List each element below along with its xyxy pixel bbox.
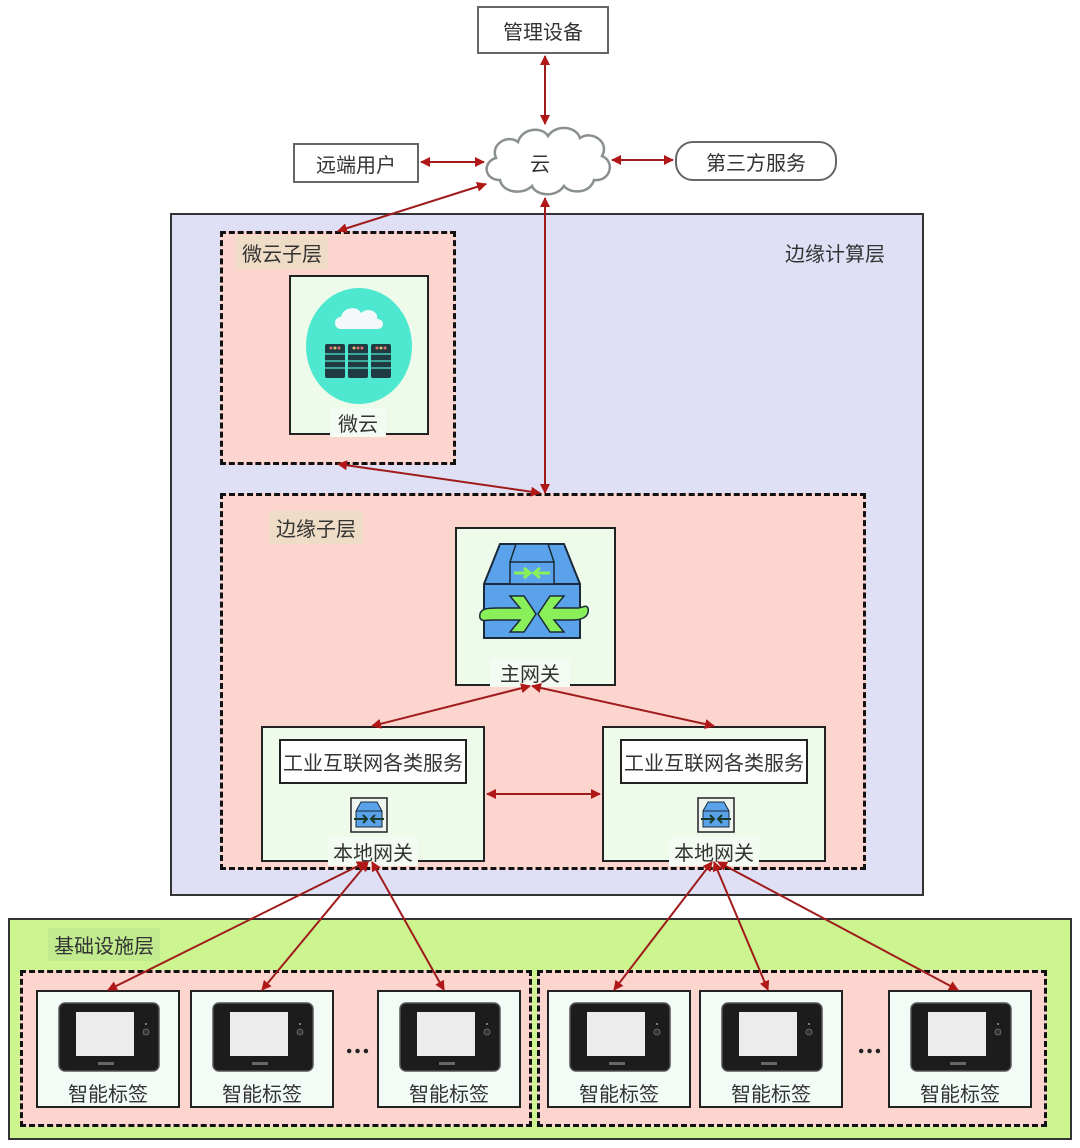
- smart-tag-screen-icon: [910, 1002, 1012, 1072]
- smart-tag-screen-icon: [399, 1002, 501, 1072]
- smart-tag-label: 智能标签: [920, 1082, 1000, 1106]
- management-device-label: 管理设备: [503, 19, 583, 44]
- local-gateway-label-right: 本地网关: [669, 837, 759, 866]
- smart-tag-label: 智能标签: [68, 1082, 148, 1106]
- smart-tag-device: 智能标签: [888, 990, 1032, 1108]
- infrastructure-layer-title: 基础设施层: [48, 928, 160, 961]
- management-device-box: 管理设备: [477, 6, 609, 54]
- smart-tag-screen-icon: [58, 1002, 160, 1072]
- industrial-services-label: 工业互联网各类服务: [624, 751, 804, 775]
- smart-tag-screen-icon: [212, 1002, 314, 1072]
- industrial-services-box-left: 工业互联网各类服务: [279, 739, 467, 784]
- smart-tag-label: 智能标签: [731, 1082, 811, 1106]
- microcloud-server-icon: [306, 288, 412, 404]
- smart-tag-device: 智能标签: [36, 990, 180, 1108]
- industrial-services-label: 工业互联网各类服务: [283, 751, 463, 775]
- edge-sublayer-title: 边缘子层: [270, 511, 362, 544]
- third-party-service-box: 第三方服务: [675, 141, 837, 181]
- remote-user-box: 远端用户: [293, 143, 419, 183]
- smart-tag-label: 智能标签: [579, 1082, 659, 1106]
- smart-tag-screen-icon: [721, 1002, 823, 1072]
- more-devices-ellipsis: ...: [857, 1030, 883, 1059]
- local-gateway-label-left: 本地网关: [328, 837, 418, 866]
- remote-user-label: 远端用户: [316, 152, 396, 177]
- smart-tag-label: 智能标签: [222, 1082, 302, 1106]
- microcloud-label: 微云: [330, 408, 386, 437]
- smart-tag-device: 智能标签: [377, 990, 521, 1108]
- third-party-service-label: 第三方服务: [706, 150, 806, 175]
- industrial-services-box-right: 工业互联网各类服务: [620, 739, 808, 784]
- main-gateway-icon: [479, 543, 589, 639]
- microcloud-sublayer-title: 微云子层: [236, 236, 328, 269]
- more-devices-ellipsis: ...: [345, 1030, 371, 1059]
- cloud-label: 云: [530, 152, 550, 176]
- edge-computing-layer-title: 边缘计算层: [785, 242, 885, 266]
- cloud-icon: [485, 126, 612, 196]
- smart-tag-device: 智能标签: [190, 990, 334, 1108]
- main-gateway-label: 主网关: [490, 658, 570, 687]
- smart-tag-screen-icon: [569, 1002, 671, 1072]
- local-gateway-icon: [350, 797, 388, 833]
- smart-tag-device: 智能标签: [699, 990, 843, 1108]
- local-gateway-icon: [697, 797, 735, 833]
- smart-tag-device: 智能标签: [547, 990, 691, 1108]
- smart-tag-label: 智能标签: [409, 1082, 489, 1106]
